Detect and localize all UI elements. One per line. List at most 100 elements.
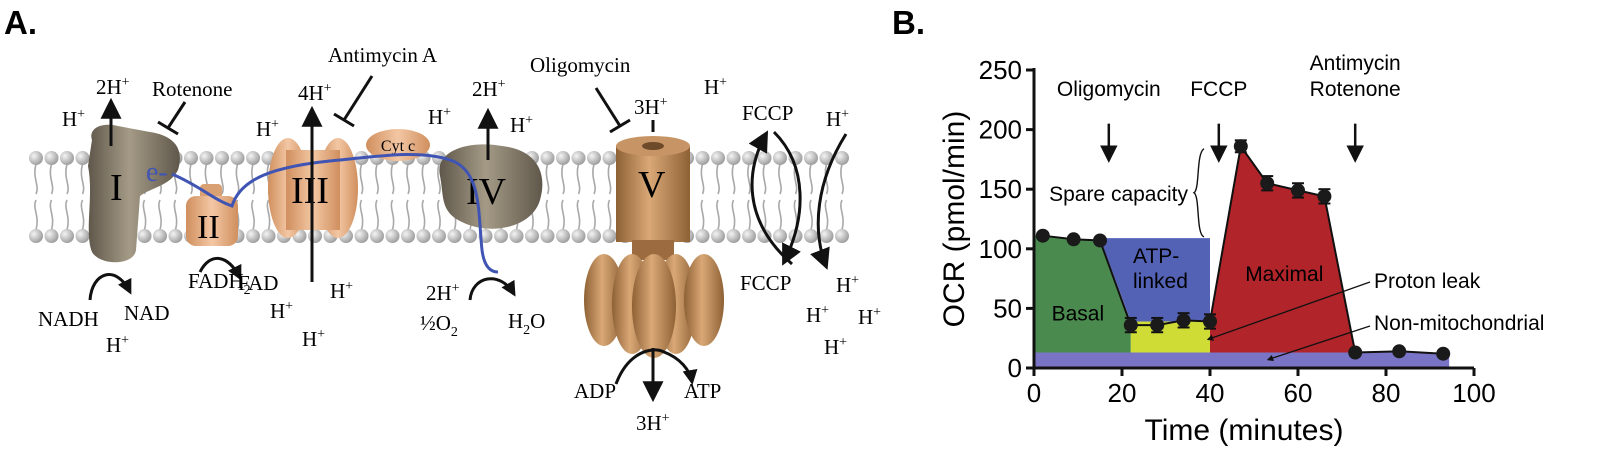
data-point bbox=[1035, 228, 1050, 243]
y-tick-label: 250 bbox=[979, 55, 1022, 85]
lipid-head bbox=[153, 229, 167, 243]
proton-label: H+ bbox=[806, 303, 829, 327]
lipid-head bbox=[602, 151, 617, 165]
lipid-head bbox=[354, 229, 369, 243]
panel-a-chem-labels: 2H+ H+ NADH NAD H+ FADH2 FAD 4H+ H+ H+ H… bbox=[38, 75, 881, 435]
y-tick-label: 200 bbox=[979, 115, 1022, 145]
data-point bbox=[1123, 318, 1138, 333]
lipid-head bbox=[199, 151, 214, 165]
atp-linked-region bbox=[1100, 238, 1210, 322]
inhibition-bar-icon bbox=[157, 75, 631, 136]
lipid-head bbox=[509, 229, 524, 243]
fccp-arrows bbox=[748, 130, 848, 270]
x-tick-label: 80 bbox=[1372, 378, 1401, 408]
data-point bbox=[1392, 344, 1407, 359]
data-point bbox=[1291, 183, 1305, 198]
fccp-injection-label: FCCP bbox=[1190, 78, 1247, 101]
lipid-head bbox=[819, 229, 834, 243]
proton-leak-label: Proton leak bbox=[1374, 270, 1481, 293]
data-point bbox=[1176, 313, 1191, 328]
atp-label: ATP bbox=[684, 379, 721, 403]
lipid-head bbox=[75, 151, 90, 165]
x-tick-label: 40 bbox=[1196, 378, 1225, 408]
adp-label: ADP bbox=[574, 379, 616, 403]
complex-i-label: I bbox=[110, 167, 123, 209]
lipid-head bbox=[60, 229, 74, 243]
proton-label: H+ bbox=[330, 279, 353, 303]
lipid-head bbox=[184, 151, 198, 165]
lipid-head bbox=[416, 229, 431, 243]
data-point bbox=[1150, 318, 1165, 333]
proton-label: H+ bbox=[256, 117, 279, 141]
lipid-head bbox=[370, 229, 384, 243]
complex-v-f1-head bbox=[584, 254, 724, 358]
lipid-head bbox=[726, 151, 741, 165]
cyt-c: Cyt c bbox=[366, 129, 430, 161]
lipid-head bbox=[540, 151, 555, 165]
complex-ii: II bbox=[186, 184, 238, 246]
proton-label: H+ bbox=[510, 113, 533, 137]
fadh2-label: FADH2 bbox=[188, 269, 251, 298]
proton-label: H+ bbox=[824, 335, 847, 359]
spare-capacity-brace bbox=[1192, 148, 1205, 238]
lipid-head bbox=[540, 229, 555, 243]
x-axis-label: Time (minutes) bbox=[1145, 414, 1344, 447]
lipid-head bbox=[695, 151, 710, 165]
proton-label: H+ bbox=[858, 305, 881, 329]
nad-label: NAD bbox=[124, 301, 170, 325]
lipid-head bbox=[556, 229, 570, 243]
lipid-head bbox=[308, 229, 322, 243]
lipid-head bbox=[773, 229, 787, 243]
lipid-head bbox=[432, 229, 446, 243]
lipid-head bbox=[602, 229, 617, 243]
panel-a-label: A. bbox=[4, 4, 37, 41]
lipid-head bbox=[757, 151, 772, 165]
lipid-head bbox=[261, 229, 276, 243]
rotenone-label: Rotenone bbox=[152, 77, 232, 101]
lipid-head bbox=[137, 229, 152, 243]
lipid-head bbox=[556, 151, 570, 165]
data-point bbox=[1233, 139, 1248, 154]
panel-b-label: B. bbox=[892, 4, 925, 41]
lipid-head bbox=[804, 229, 818, 243]
proton-label: H+ bbox=[704, 75, 727, 99]
lipid-head bbox=[711, 229, 725, 243]
oligomycin-injection-label: Oligomycin bbox=[1057, 78, 1161, 101]
lipid-head bbox=[215, 151, 229, 165]
panel-a-etc-diagram: A. I II III Cyt c IV bbox=[4, 4, 881, 435]
lipid-head bbox=[494, 229, 508, 243]
lipid-head bbox=[711, 151, 725, 165]
lipid-head bbox=[44, 151, 59, 165]
atp-linked-label-2: linked bbox=[1133, 270, 1188, 293]
complex-iv-label: IV bbox=[466, 171, 507, 213]
complex-v: V bbox=[584, 136, 724, 358]
proton-label: H+ bbox=[826, 107, 849, 131]
lipid-head bbox=[29, 151, 43, 165]
proton-label-iii: 4H+ bbox=[298, 81, 332, 105]
y-tick-label: 100 bbox=[979, 234, 1022, 264]
lipid-head bbox=[726, 229, 741, 243]
complex-iii-label: III bbox=[291, 170, 329, 212]
antimycin-injection-label: Antimycin bbox=[1310, 52, 1401, 75]
lipid-head bbox=[385, 229, 400, 243]
half-o2-label: ½O2 bbox=[420, 311, 458, 340]
complex-iv: IV bbox=[439, 144, 543, 229]
lipid-head bbox=[246, 229, 260, 243]
proton-label: H+ bbox=[62, 107, 85, 131]
lipid-head bbox=[587, 229, 601, 243]
non-mitochondrial-pointer bbox=[1266, 325, 1371, 362]
lipid-head bbox=[835, 229, 849, 243]
lipid-head bbox=[742, 229, 756, 243]
lipid-head bbox=[29, 229, 43, 243]
lipid-head bbox=[44, 229, 59, 243]
lipid-head bbox=[75, 229, 90, 243]
proton-leak-region bbox=[1130, 321, 1210, 353]
data-point bbox=[1260, 176, 1275, 191]
complex-i: I bbox=[88, 124, 180, 263]
complex-v-label: V bbox=[638, 164, 666, 206]
lipid-head bbox=[246, 151, 260, 165]
lipid-head bbox=[773, 151, 787, 165]
lipid-head bbox=[571, 229, 586, 243]
data-point bbox=[1093, 233, 1107, 248]
